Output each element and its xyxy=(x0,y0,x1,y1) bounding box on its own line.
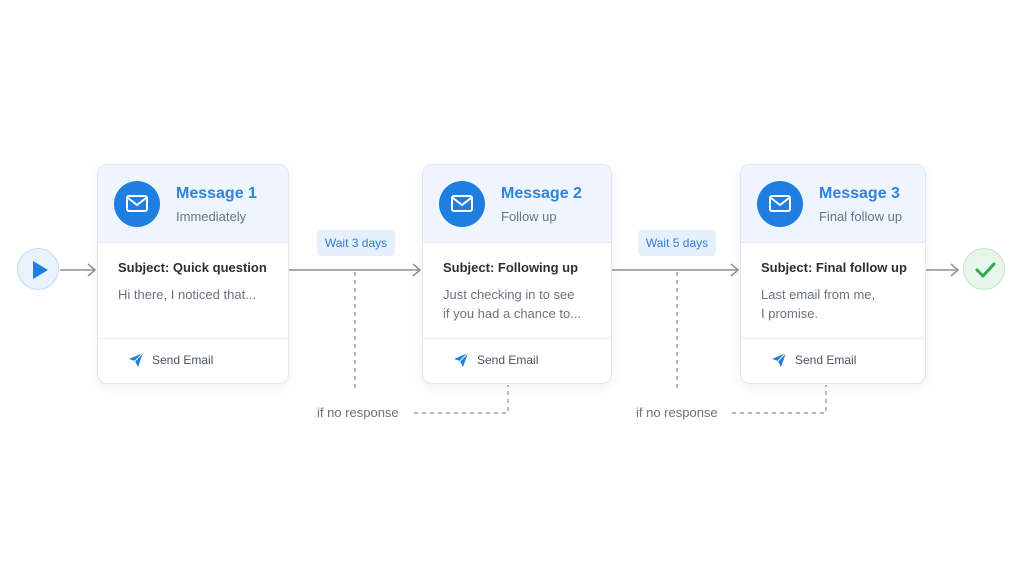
send-email-label: Send Email xyxy=(795,353,857,367)
end-node[interactable] xyxy=(963,248,1005,290)
send-email-action[interactable]: Send Email xyxy=(741,338,925,383)
card-body: Subject: Quick question Hi there, I noti… xyxy=(98,242,288,340)
mail-icon-badge xyxy=(439,181,485,227)
email-preview: Hi there, I noticed that... xyxy=(118,285,256,304)
card-header: Message 3 Final follow up xyxy=(741,165,925,243)
message-card-3[interactable]: Message 3 Final follow up Subject: Final… xyxy=(740,164,926,384)
arrowhead xyxy=(950,263,960,277)
email-preview-line: Hi there, I noticed that... xyxy=(118,287,257,302)
message-title: Message 1 xyxy=(176,185,257,202)
play-icon xyxy=(33,261,48,279)
message-title: Message 3 xyxy=(819,185,900,202)
mail-icon xyxy=(769,195,791,212)
card-body: Subject: Final follow up Last email from… xyxy=(741,242,925,340)
arrowhead xyxy=(412,263,422,277)
email-subject: Subject: Final follow up xyxy=(761,260,907,275)
card-header: Message 1 Immediately xyxy=(98,165,288,243)
send-icon xyxy=(454,352,469,367)
message-card-2[interactable]: Message 2 Follow up Subject: Following u… xyxy=(422,164,612,384)
wait-badge-1[interactable]: Wait 3 days xyxy=(317,230,395,256)
email-subject: Subject: Following up xyxy=(443,260,579,275)
message-timing: Immediately xyxy=(176,209,247,224)
no-response-branch-1-return xyxy=(414,385,509,414)
message-timing: Final follow up xyxy=(819,209,903,224)
card-header: Message 2 Follow up xyxy=(423,165,611,243)
start-node[interactable] xyxy=(17,248,59,290)
email-preview-line: if you had a chance to... xyxy=(443,306,582,321)
arrowhead xyxy=(87,263,97,277)
send-email-action[interactable]: Send Email xyxy=(423,338,611,383)
card-body: Subject: Following up Just checking in t… xyxy=(423,242,611,340)
no-response-label-1: if no response xyxy=(317,405,399,420)
send-icon xyxy=(772,352,787,367)
message-card-1[interactable]: Message 1 Immediately Subject: Quick que… xyxy=(97,164,289,384)
email-subject: Subject: Quick question xyxy=(118,260,267,275)
mail-icon xyxy=(126,195,148,212)
message-timing: Follow up xyxy=(501,209,557,224)
email-preview: Just checking in to see if you had a cha… xyxy=(443,285,581,323)
email-preview: Last email from me, I promise. xyxy=(761,285,875,323)
send-icon xyxy=(129,352,144,367)
email-preview-line: Just checking in to see xyxy=(443,287,575,302)
send-email-action[interactable]: Send Email xyxy=(98,338,288,383)
mail-icon-badge xyxy=(757,181,803,227)
email-preview-line: Last email from me, xyxy=(761,287,876,302)
check-icon xyxy=(975,262,996,278)
send-email-label: Send Email xyxy=(477,353,539,367)
email-preview-line: I promise. xyxy=(761,306,819,321)
mail-icon-badge xyxy=(114,181,160,227)
message-title: Message 2 xyxy=(501,185,582,202)
send-email-label: Send Email xyxy=(152,353,214,367)
wait-badge-2[interactable]: Wait 5 days xyxy=(638,230,716,256)
mail-icon xyxy=(451,195,473,212)
no-response-label-2: if no response xyxy=(636,405,718,420)
no-response-branch-2-return xyxy=(732,385,827,414)
arrowhead xyxy=(730,263,740,277)
